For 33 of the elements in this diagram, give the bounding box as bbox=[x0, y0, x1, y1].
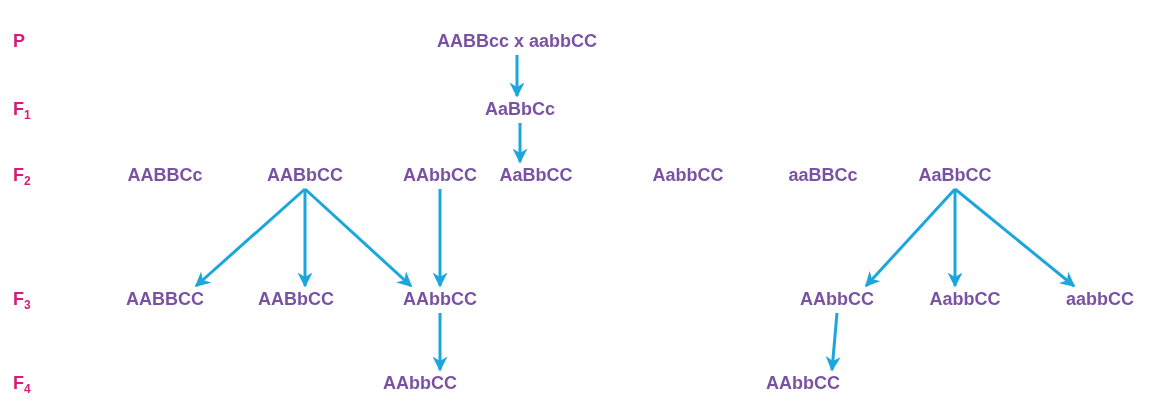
genotype-label: AABBCC bbox=[124, 286, 206, 313]
arrow bbox=[304, 187, 413, 288]
generation-label: F$_{2}$ bbox=[13, 165, 31, 188]
generation-label: F$_{1}$ bbox=[13, 99, 31, 122]
generation-label: P bbox=[13, 31, 25, 52]
genotype-label: AABbCC bbox=[265, 162, 345, 189]
genotype-label: AaBbCc bbox=[483, 96, 557, 123]
genotype-label: AabbCC bbox=[650, 162, 726, 189]
arrow bbox=[194, 187, 306, 288]
genotype-label: AABbCC bbox=[256, 286, 336, 313]
arrow bbox=[432, 313, 448, 372]
arrow bbox=[512, 123, 528, 164]
genotype-label: AabbCC bbox=[927, 286, 1003, 313]
arrow bbox=[297, 189, 313, 288]
generation-label: F$_{3}$ bbox=[13, 289, 31, 312]
genotype-label: AABBcc x aabbCC bbox=[435, 28, 599, 55]
genotype-label: aaBBCc bbox=[786, 162, 860, 189]
generation-label: F$_{4}$ bbox=[13, 373, 31, 396]
genotype-label: AAbbCC bbox=[401, 162, 479, 189]
genotype-label: AABBCc bbox=[125, 162, 205, 189]
genotype-label: AaBbCC bbox=[497, 162, 575, 189]
genotype-label: AaBbCC bbox=[916, 162, 994, 189]
genotype-label: AAbbCC bbox=[381, 370, 459, 397]
arrow bbox=[825, 312, 841, 372]
genotype-label: aabbCC bbox=[1064, 286, 1136, 313]
arrow bbox=[432, 189, 448, 288]
arrow bbox=[509, 55, 525, 98]
genotype-label: AAbbCC bbox=[764, 370, 842, 397]
arrow bbox=[864, 188, 957, 288]
arrow bbox=[947, 189, 963, 288]
arrow bbox=[954, 187, 1076, 288]
genotype-label: AAbbCC bbox=[401, 286, 479, 313]
genotype-label: AAbbCC bbox=[798, 286, 876, 313]
